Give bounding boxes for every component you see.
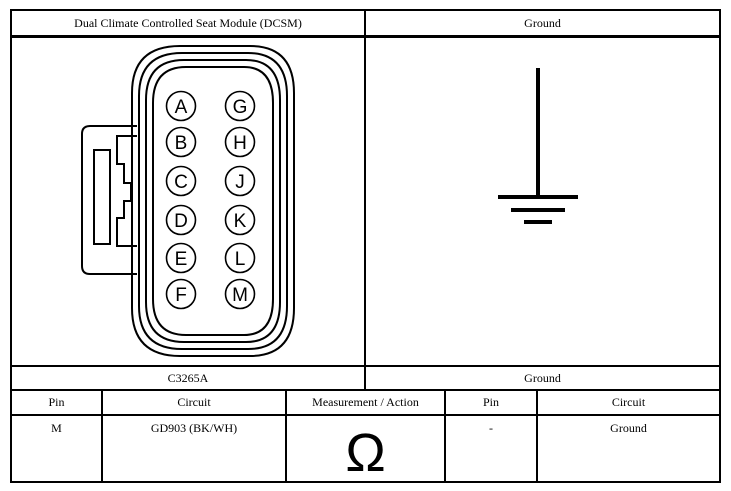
svg-text:C: C (174, 172, 188, 193)
table-cell-pin-left: M (51, 421, 62, 435)
svg-text:D: D (174, 211, 188, 232)
table-cell-circuit-left: GD903 (BK/WH) (150, 421, 238, 435)
table-header-circuit-right: Circuit (611, 395, 646, 409)
svg-text:L: L (235, 249, 246, 270)
connector-body (81, 45, 295, 357)
table-header-pin-right: Pin (482, 395, 499, 409)
divider-col2 (285, 389, 287, 483)
table-cell-measurement: Ω (287, 416, 444, 481)
ground-symbol-icon (498, 68, 578, 224)
divider-col4 (536, 389, 538, 483)
connector-diagram: A B C D E F G H J K L M (81, 45, 295, 357)
divider-table-header (10, 414, 721, 416)
pin-m: M (224, 278, 256, 310)
svg-text:M: M (232, 285, 248, 306)
header-right-title: Ground (524, 15, 561, 30)
table-header-pin-left: Pin (48, 395, 65, 409)
divider-center (364, 9, 366, 390)
ground-label: Ground (524, 370, 561, 385)
pin-k: K (224, 204, 256, 236)
table-header-measurement: Measurement / Action (312, 395, 419, 409)
pin-h: H (224, 126, 256, 158)
divider-caption-bottom (10, 389, 721, 391)
svg-text:B: B (175, 133, 188, 154)
svg-text:K: K (234, 211, 247, 232)
header-left-title: Dual Climate Controlled Seat Module (DCS… (74, 15, 302, 30)
pin-b: B (165, 126, 197, 158)
connector-label: C3265A (167, 370, 209, 385)
divider-col3 (444, 389, 446, 483)
pin-c: C (165, 165, 197, 197)
connector-pins: A B C D E F G H J K L M (165, 90, 256, 310)
svg-text:F: F (175, 285, 187, 306)
pin-l: L (224, 242, 256, 274)
pin-g: G (224, 90, 256, 122)
svg-text:J: J (235, 172, 245, 193)
table-header-circuit-left: Circuit (177, 395, 211, 409)
pin-f: F (165, 278, 197, 310)
svg-text:G: G (233, 97, 248, 118)
pin-a: A (165, 90, 197, 122)
divider-col1 (101, 389, 103, 483)
table-cell-pin-right: - (489, 421, 493, 435)
table-cell-circuit-right: Ground (610, 421, 647, 435)
pin-j: J (224, 165, 256, 197)
svg-text:E: E (175, 249, 188, 270)
ohm-icon: Ω (345, 422, 386, 483)
svg-text:H: H (233, 133, 247, 154)
pin-e: E (165, 242, 197, 274)
svg-text:A: A (175, 97, 188, 118)
pin-d: D (165, 204, 197, 236)
